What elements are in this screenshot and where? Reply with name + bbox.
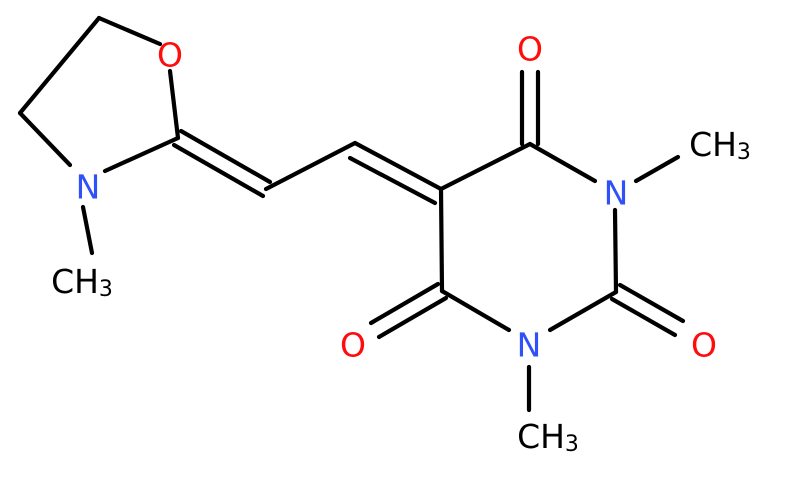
bond-c2-o bbox=[167, 68, 181, 141]
n3-methyl-label: CH3 bbox=[517, 417, 579, 457]
bond-n1-c2r bbox=[612, 207, 619, 295]
bond-n1-methyl bbox=[633, 154, 681, 184]
bond-c2r-o-b bbox=[609, 296, 678, 338]
bond-c5-c6 bbox=[438, 141, 533, 192]
bond-c4r-o-b bbox=[376, 295, 449, 340]
bond-n3-c4r bbox=[439, 288, 512, 333]
ring-oxygen-label: O bbox=[157, 36, 183, 75]
bond-o-c5 bbox=[96, 15, 163, 47]
bond-n-methyl bbox=[80, 204, 95, 256]
n-methyl-label: CH3 bbox=[51, 262, 113, 302]
n-methyl-subscript: 3 bbox=[99, 277, 113, 302]
bond-ca-cb bbox=[263, 140, 358, 192]
bond-c4r-c5 bbox=[438, 186, 445, 294]
n3-nitrogen-label: N bbox=[517, 326, 542, 365]
bond-c4r-o-a bbox=[368, 281, 441, 326]
bond-c2-ca-a bbox=[178, 128, 273, 185]
bond-c6-n1 bbox=[527, 141, 598, 184]
n1-nitrogen-label: N bbox=[604, 174, 629, 213]
n1-methyl-subscript: 3 bbox=[737, 140, 751, 165]
bond-c4-n bbox=[17, 110, 73, 168]
bond-c2r-n3 bbox=[547, 289, 619, 333]
n1-methyl-symbol: CH bbox=[689, 125, 737, 164]
bond-c5-c4 bbox=[17, 15, 102, 116]
bonds bbox=[17, 15, 686, 413]
carbonyl-left-oxygen-label: O bbox=[340, 326, 366, 365]
n3-methyl-subscript: 3 bbox=[565, 432, 579, 457]
ring-nitrogen-label: N bbox=[76, 168, 101, 207]
bond-cb-c5-a bbox=[352, 140, 444, 192]
n1-methyl-label: CH3 bbox=[689, 125, 751, 165]
bond-cb-c5-b bbox=[347, 155, 438, 206]
bond-c2r-o-a bbox=[617, 282, 686, 324]
carbonyl-top-oxygen-label: O bbox=[517, 30, 543, 69]
n-methyl-symbol: CH bbox=[51, 262, 99, 301]
carbonyl-right-oxygen-label: O bbox=[691, 326, 717, 365]
bond-c2-ca-b bbox=[171, 142, 266, 199]
bond-n-c2 bbox=[102, 135, 181, 174]
n3-methyl-symbol: CH bbox=[517, 417, 565, 456]
atom-labels: O N CH3 O N CH3 O N CH3 O bbox=[51, 30, 751, 457]
